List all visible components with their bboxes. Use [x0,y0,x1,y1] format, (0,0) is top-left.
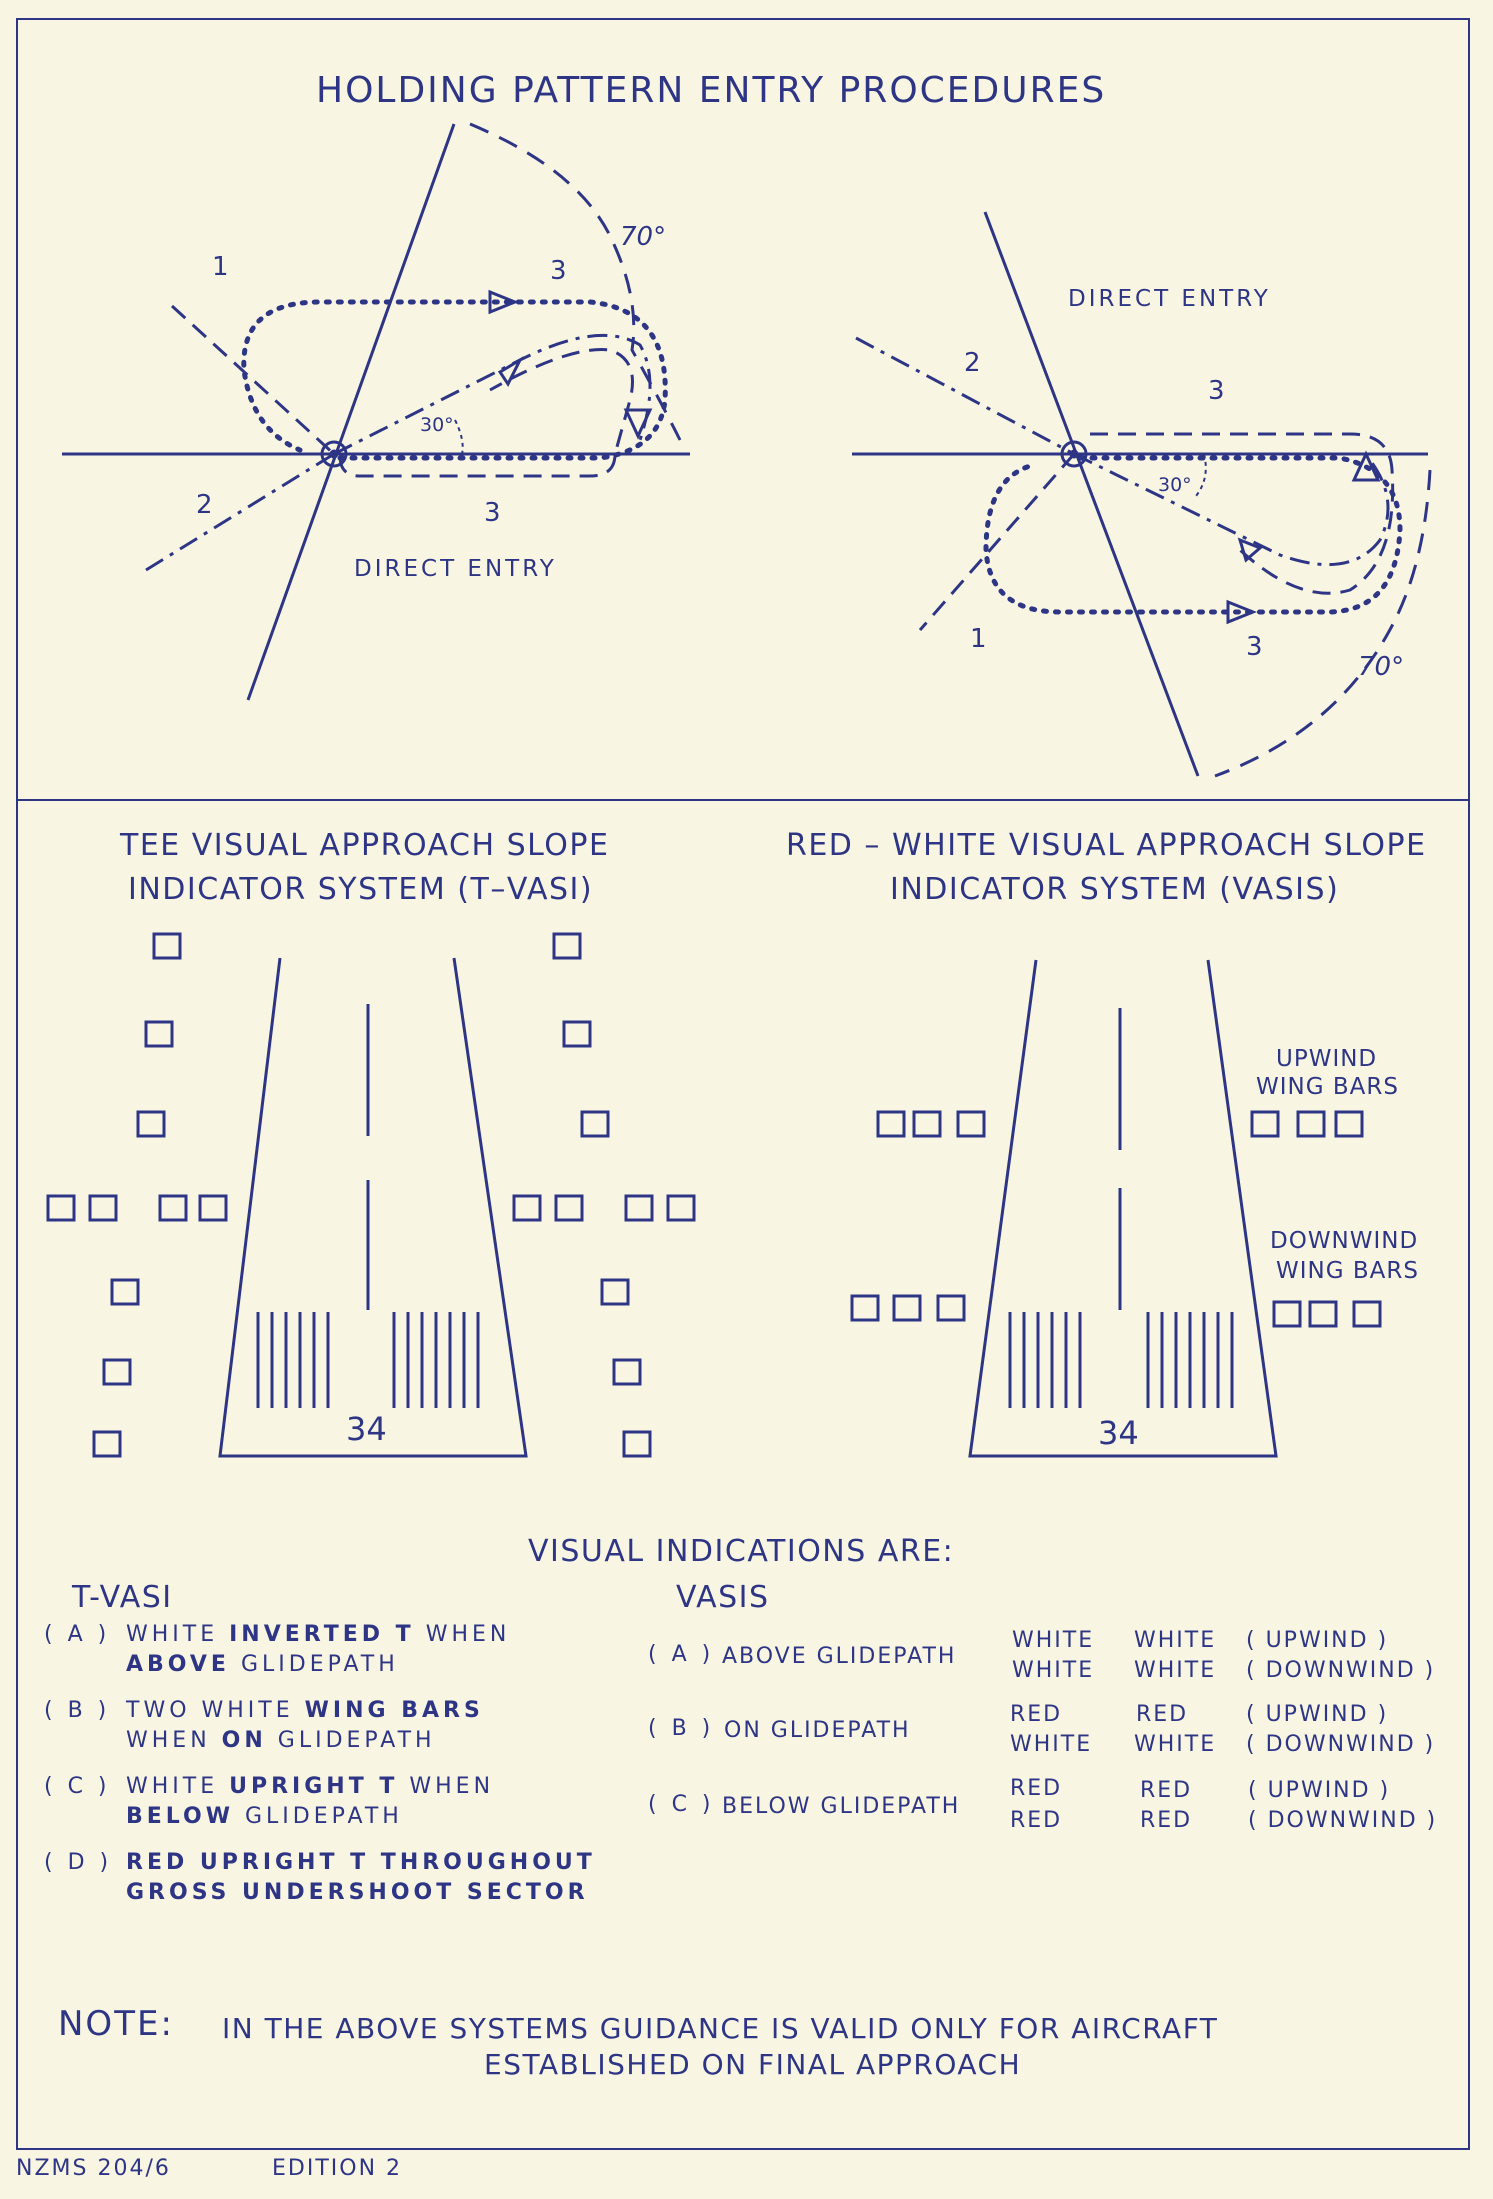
downwind-label-line2: WING BARS [1276,1258,1419,1284]
right-holding-fix-icon [1060,440,1088,468]
right-70-degree-label: 70° [1358,652,1405,682]
left-dashed-boundary-line [170,304,336,456]
right-teardrop-dashed [1090,432,1395,595]
right-teardrop-dashdot [1073,452,1390,567]
left-holding-fix-icon [320,440,348,468]
tvasi-indications-heading: T-VASI [72,1580,173,1615]
tvasi-title-line1: TEE VISUAL APPROACH SLOPE [120,828,610,863]
note-line2: ESTABLISHED ON FINAL APPROACH [484,2048,1022,2081]
left-70-degree-label: 70° [620,222,667,252]
holding-title: HOLDING PATTERN ENTRY PROCEDURES [316,70,1107,111]
upwind-label-line2: WING BARS [1256,1074,1399,1100]
left-sector-3-top-label: 3 [550,256,567,286]
vasis-runway-outline [968,959,1278,1458]
indications-heading: VISUAL INDICATIONS ARE: [528,1534,955,1569]
vasis-indications-heading: VASIS [676,1580,770,1615]
vasis-title-line1: RED – WHITE VISUAL APPROACH SLOPE [786,828,1427,863]
right-dashdot-line [855,336,1075,456]
right-dotted-racetrack [983,455,1403,615]
left-sector-boundary-line [246,123,456,701]
left-dashdot-line [145,452,335,572]
vasis-light-boxes [850,1110,1382,1328]
left-teardrop-dashed [338,348,634,478]
right-sector-1-label: 1 [970,624,987,654]
left-direct-entry-label: DIRECT ENTRY [354,556,557,582]
tvasi-runway-number: 34 [346,1410,387,1448]
tvasi-runway-outline [218,957,528,1458]
tvasi-runway [46,932,696,1458]
right-arrow-inbound [1237,537,1263,563]
left-sector-2-label: 2 [196,490,213,520]
right-dashed-boundary-line [918,453,1076,631]
right-30-degree-label: 30° [1158,474,1192,496]
vasis-threshold-bars [1008,1312,1234,1408]
left-arrow-top [488,289,520,315]
page-frame [16,18,1470,2150]
right-sector-2-label: 2 [964,348,981,378]
left-holding-diagram [62,122,690,701]
vasis-title-line2: INDICATOR SYSTEM (VASIS) [890,872,1340,907]
footer-code: NZMS 204/6 [16,2156,171,2181]
footer-edition: EDITION 2 [272,2156,403,2181]
left-dotted-racetrack [241,299,668,461]
tvasi-light-boxes [46,932,696,1458]
tvasi-title-line2: INDICATOR SYSTEM (T–VASI) [128,872,594,907]
right-direct-entry-label: DIRECT ENTRY [1068,286,1271,312]
left-sector-1-label: 1 [212,252,229,282]
tvasi-threshold-bars [256,1312,480,1408]
upwind-label-line1: UPWIND [1276,1046,1378,1072]
left-teardrop-dashdot [333,333,652,456]
left-sector-3-bottom-label: 3 [484,498,501,528]
left-arrow-inbound [497,356,524,387]
downwind-label-line1: DOWNWIND [1270,1228,1419,1254]
right-sector-3-bottom-label: 3 [1246,632,1263,662]
right-holding-diagram [852,211,1432,778]
vasis-runway [850,959,1382,1458]
note-label: NOTE: [58,2004,174,2044]
vasis-runway-number: 34 [1098,1414,1139,1452]
left-arrow-right [623,408,653,440]
right-sector-3-top-label: 3 [1208,376,1225,406]
left-30-degree-label: 30° [420,414,454,436]
section-divider [16,799,1470,801]
right-arrow-right [1351,450,1381,482]
right-70-degree-arc [1214,469,1432,778]
note-line1: IN THE ABOVE SYSTEMS GUIDANCE IS VALID O… [222,2012,1219,2045]
left-70-degree-arc [469,122,682,441]
right-arrow-bottom [1226,599,1258,625]
right-sector-boundary-line [983,211,1200,777]
left-30-degree-arc [454,419,464,455]
